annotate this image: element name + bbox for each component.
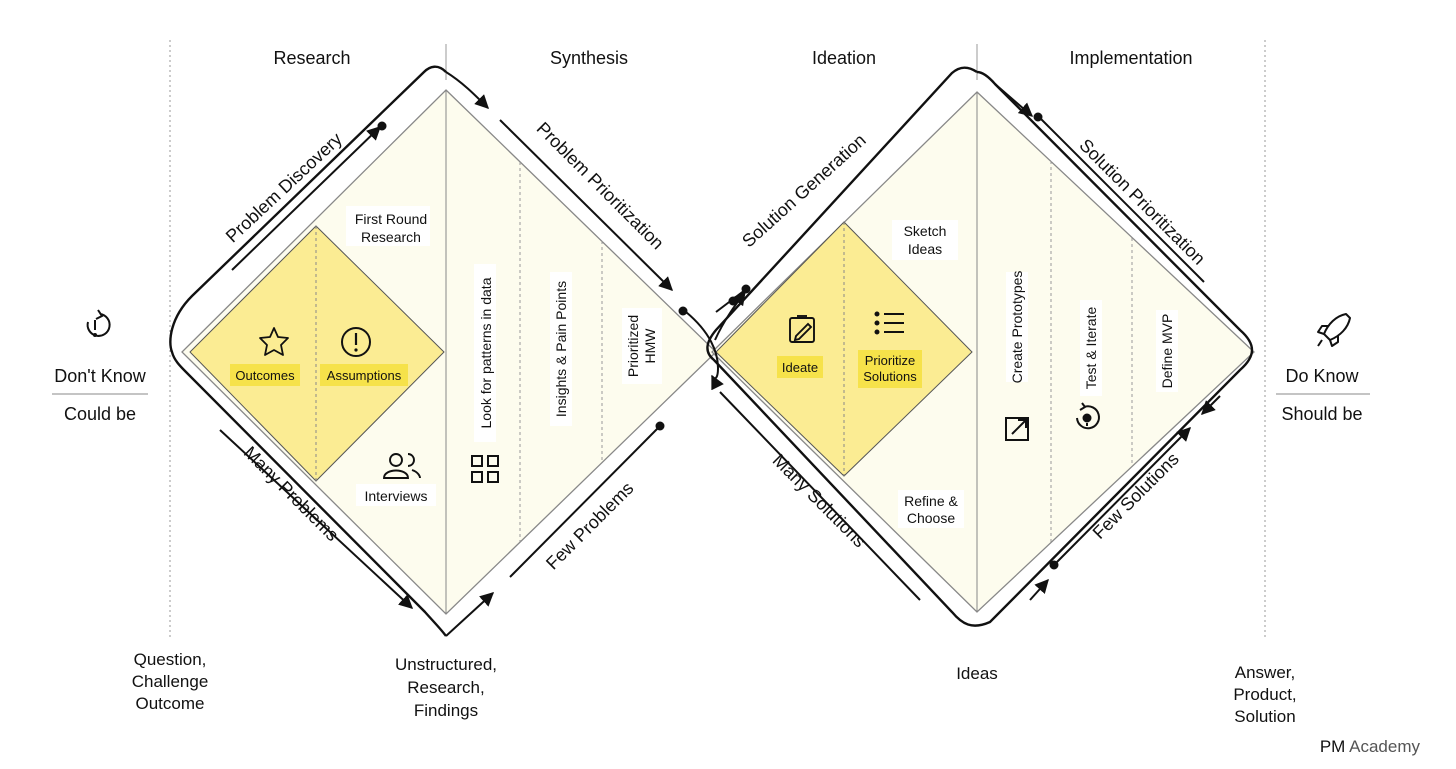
outcomes-label: Outcomes (235, 368, 295, 383)
refine-bg (898, 490, 964, 528)
right-outer-loop (706, 66, 1254, 627)
brand: PM Academy (1320, 737, 1421, 756)
phase-ideation: Ideation (812, 48, 876, 68)
prioritize-line2: Solutions (863, 369, 917, 384)
arrow-right-down (1201, 395, 1221, 415)
dot-solution-gen (741, 284, 751, 294)
mid-line1: Unstructured, (395, 655, 497, 674)
mid-line3: Findings (414, 701, 478, 720)
unknown-icon (86, 309, 111, 337)
arrow-few-solutions (1053, 427, 1191, 566)
prototypes-label: Create Prototypes (1009, 271, 1025, 384)
outcomes-highlight (230, 364, 300, 386)
arrow-synthesis-top (445, 71, 489, 109)
mvp-bg (1156, 310, 1178, 392)
dot-hmw (678, 306, 688, 316)
left-outer-loop (169, 65, 447, 637)
ideate-highlight (777, 356, 823, 378)
dont-know-label: Don't Know (54, 366, 146, 386)
hmw-line1: Prioritized (625, 315, 641, 377)
test-bg (1080, 300, 1102, 396)
arrow-many-problems (219, 429, 414, 609)
interviews-label: Interviews (364, 488, 427, 504)
arrow-few-problems-start (445, 592, 495, 637)
phase-research: Research (273, 48, 350, 68)
first-round-bg (346, 206, 430, 246)
should-be-label: Should be (1281, 404, 1362, 424)
arrow-problem-discovery (231, 126, 382, 271)
left-diamond-dividers (519, 162, 603, 542)
patterns-label: Look for patterns in data (478, 277, 494, 428)
ideas-label: Ideas (956, 664, 998, 683)
dot-few-solutions (1049, 560, 1059, 570)
star-icon (259, 327, 289, 356)
arrow-few-solutions-start (1029, 578, 1049, 601)
phase-implementation: Implementation (1069, 48, 1192, 68)
refine-line2: Choose (907, 510, 955, 526)
hmw-line2: HMW (642, 328, 658, 364)
end-line1: Answer, (1235, 663, 1295, 682)
first-round-line1: First Round (355, 211, 427, 227)
edit-icon (789, 315, 815, 343)
patterns-bg (474, 264, 496, 442)
line-many-solutions (719, 391, 921, 601)
dot-solution-gen-2 (728, 296, 738, 306)
rocket-icon (1317, 313, 1351, 347)
dot-few-problems (655, 421, 665, 431)
prioritize-line1: Prioritize (865, 353, 916, 368)
arrow-cross-down (685, 311, 724, 391)
prioritize-highlight (858, 350, 922, 388)
prototypes-bg (1006, 272, 1028, 382)
dot-problem-discovery (377, 121, 387, 131)
phase-synthesis: Synthesis (550, 48, 628, 68)
could-be-label: Could be (64, 404, 136, 424)
arrow-few-problems (509, 427, 659, 578)
interviews-bg (356, 484, 436, 506)
brand-academy: Academy (1349, 737, 1420, 756)
hmw-bg (622, 308, 662, 384)
external-link-icon (1005, 417, 1029, 441)
sketch-bg (892, 220, 958, 260)
refine-line1: Refine & (904, 493, 958, 509)
sketch-line2: Ideas (908, 241, 942, 257)
list-icon (874, 311, 904, 335)
iterate-icon (1076, 402, 1100, 430)
start-line2: Challenge (132, 672, 209, 691)
end-line3: Solution (1234, 707, 1295, 726)
sketch-line1: Sketch (904, 223, 947, 239)
flow-arrows (219, 71, 1221, 637)
end-line2: Product, (1233, 685, 1296, 704)
brand-pm: PM (1320, 737, 1346, 756)
mvp-label: Define MVP (1159, 314, 1175, 389)
first-round-line2: Research (361, 229, 421, 245)
start-line1: Question, (134, 650, 207, 669)
ideate-label: Ideate (782, 360, 818, 375)
exclamation-icon (341, 327, 371, 357)
do-know-label: Do Know (1285, 366, 1359, 386)
grid-icon (471, 455, 499, 483)
insights-bg (550, 272, 572, 426)
insights-label: Insights & Pain Points (553, 281, 569, 417)
test-label: Test & Iterate (1083, 307, 1099, 390)
assumptions-highlight (320, 364, 408, 386)
line-solution-prior (1039, 117, 1205, 283)
right-diamond-dividers (1050, 161, 1133, 543)
mid-line2: Research, (407, 678, 484, 697)
arrow-cross-up (714, 290, 746, 341)
people-icon (383, 453, 421, 479)
arrow-ideation-top (994, 83, 1034, 117)
assumptions-label: Assumptions (327, 368, 402, 383)
arrow-problem-prioritization (499, 119, 673, 291)
start-line3: Outcome (136, 694, 205, 713)
